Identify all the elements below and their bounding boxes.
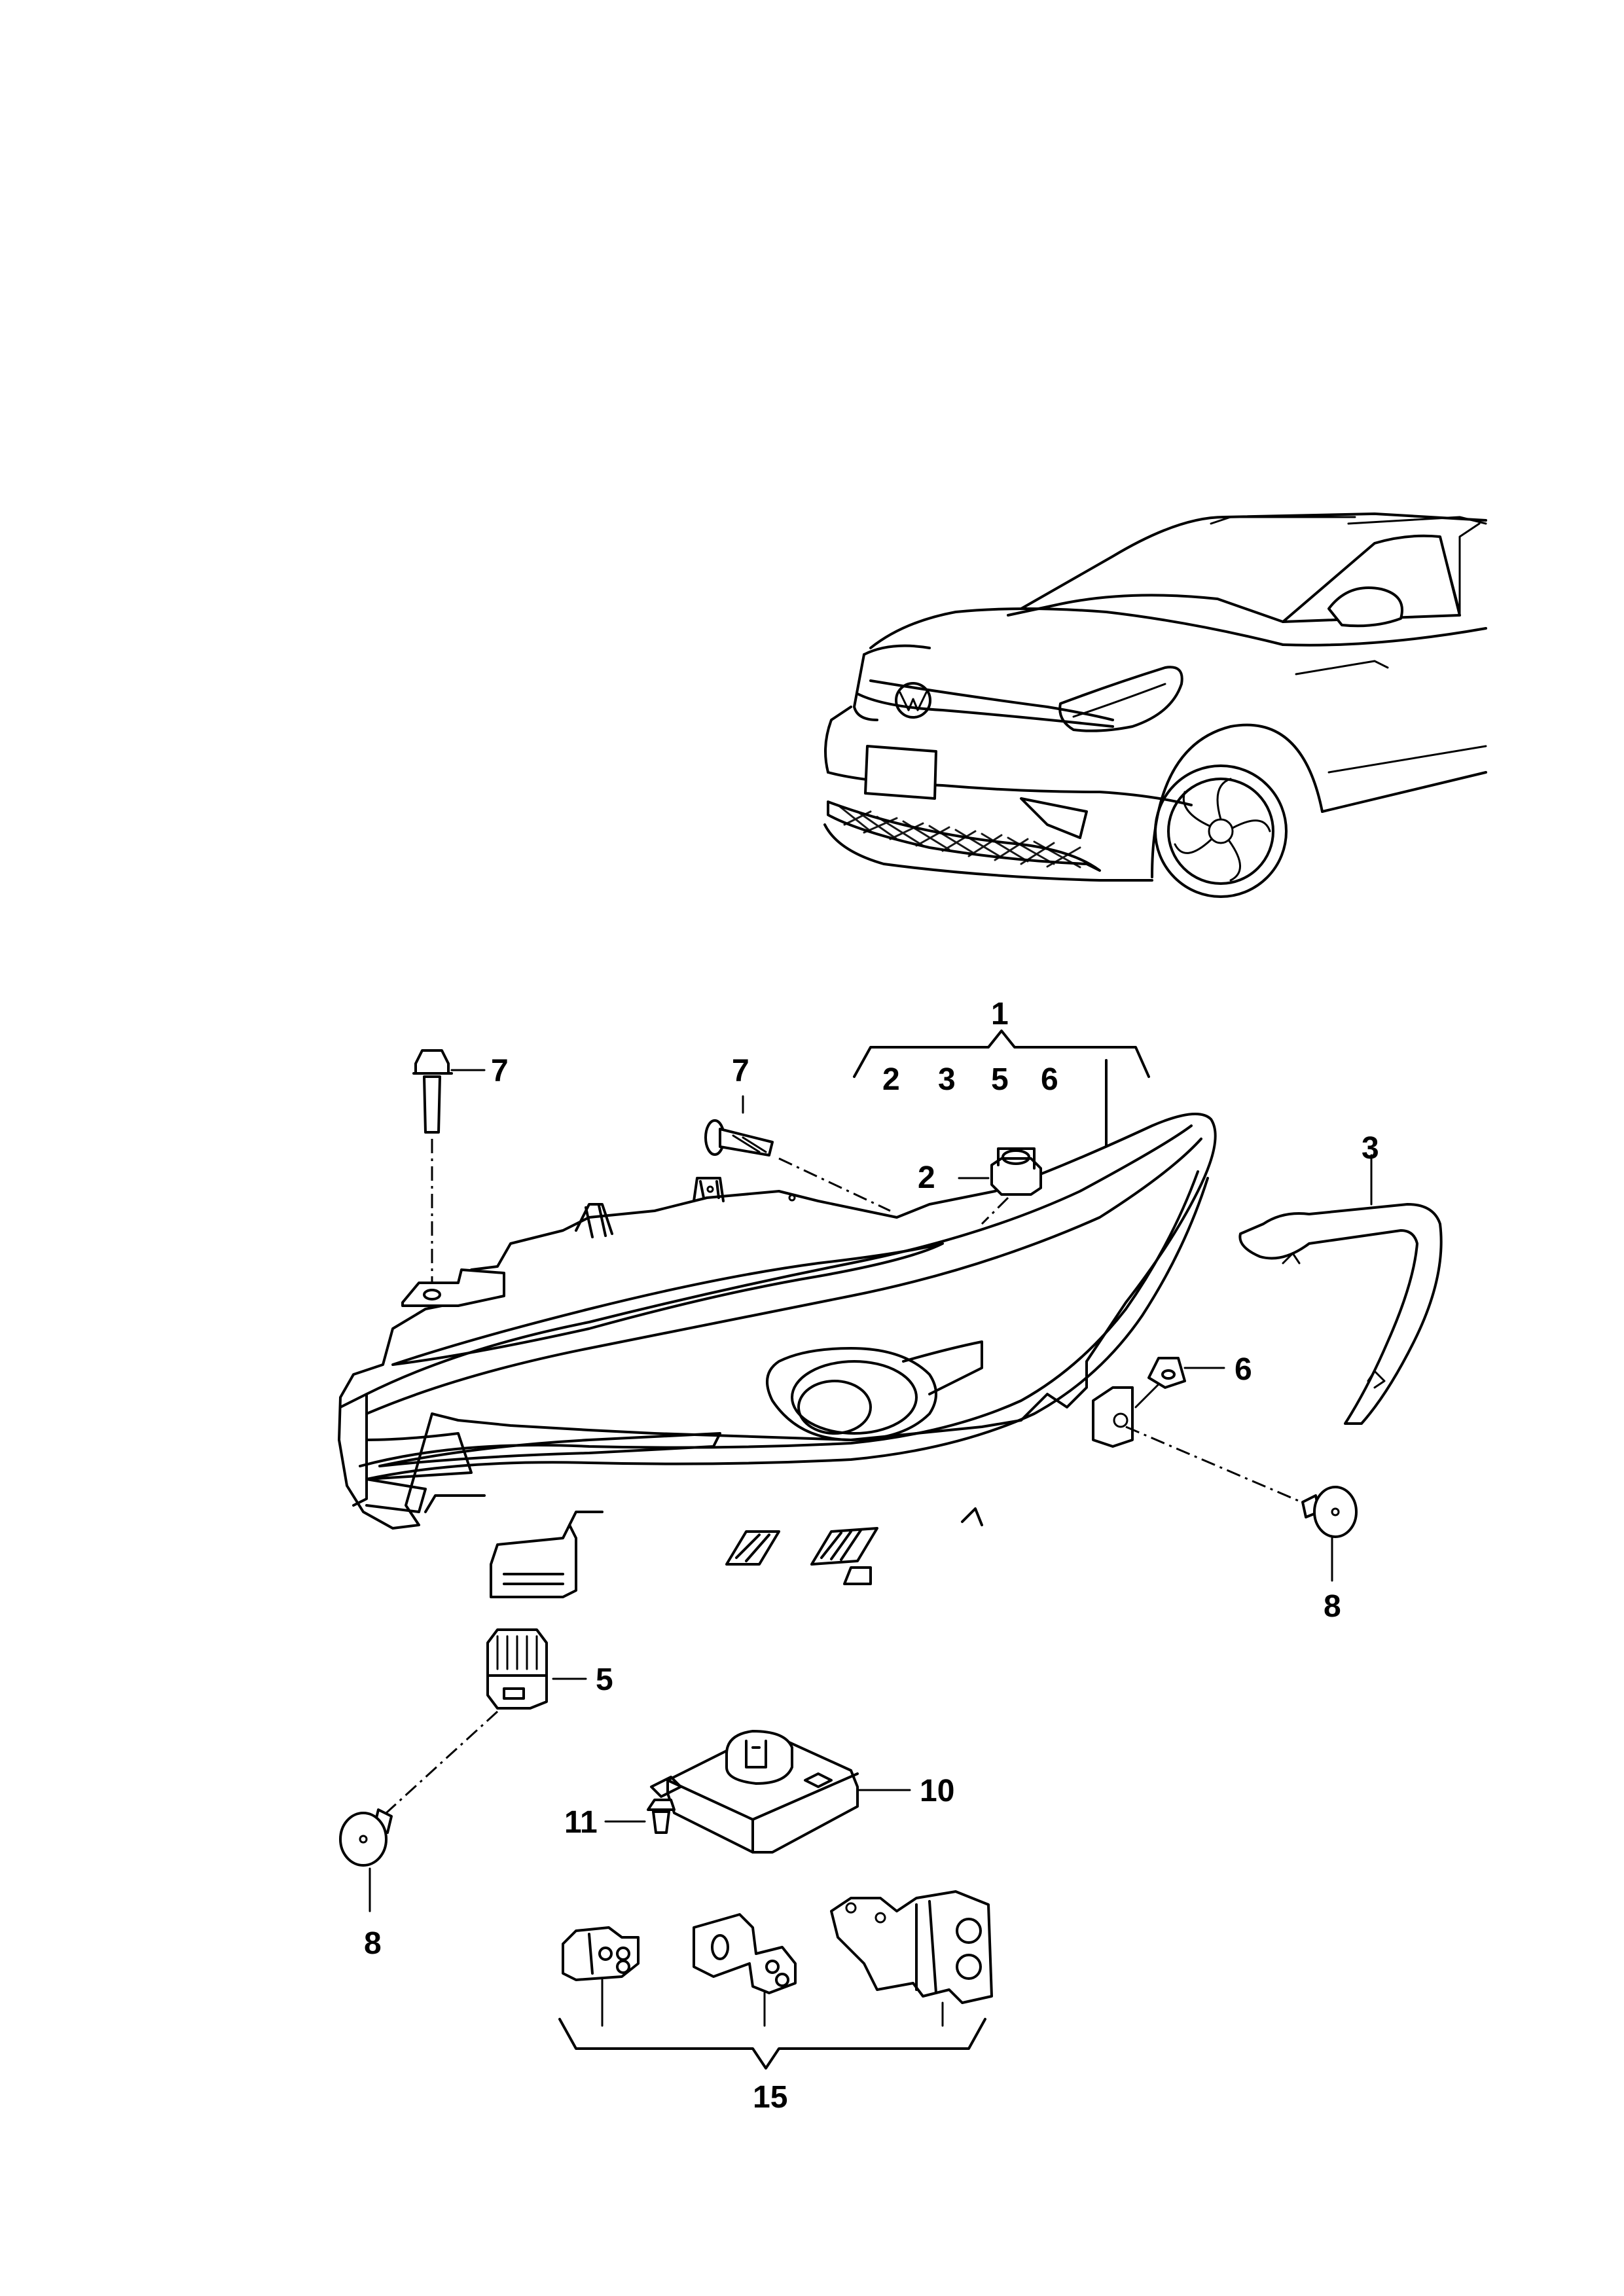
part-3-trim-strip (1238, 1154, 1443, 1425)
callout-part-3: 3 (1362, 1131, 1379, 1166)
projector-lens (766, 1340, 983, 1441)
callout-part-6: 6 (1235, 1352, 1252, 1387)
part-15-bracket-c (830, 1890, 993, 2027)
callout-part-7-left: 7 (491, 1054, 509, 1088)
part-6-nut-clip (1134, 1357, 1225, 1408)
part-7-bolt-centre (704, 1095, 891, 1212)
part-2-clip (958, 1147, 1042, 1225)
callout-sub-3: 3 (938, 1062, 956, 1097)
callout-sub-5: 5 (991, 1062, 1009, 1097)
callout-part-8-left: 8 (364, 1926, 382, 1961)
callout-part-2: 2 (918, 1160, 935, 1195)
part-8-bolt-right (1125, 1426, 1358, 1582)
headlight-housing (338, 1113, 1217, 1598)
part-8-bolt-left (339, 1808, 393, 1912)
part-10-control-unit (650, 1730, 911, 1854)
callout-part-10: 10 (920, 1774, 954, 1808)
callout-part-11: 11 (564, 1805, 598, 1840)
callout-part-1: 1 (991, 997, 1009, 1031)
part-15-bracket-b (693, 1913, 797, 2027)
part-5-holder (385, 1628, 587, 1814)
part-15-bracket-a (562, 1926, 640, 2027)
part-1-bracket (853, 1030, 1150, 1166)
part-15-bracket (558, 2018, 986, 2070)
callout-part-15: 15 (753, 2080, 787, 2115)
part-7-bolt-left (412, 1049, 486, 1283)
callout-part-8-right: 8 (1324, 1589, 1341, 1624)
callout-sub-2: 2 (882, 1062, 900, 1097)
callout-part-5: 5 (596, 1662, 613, 1697)
callout-part-7-centre: 7 (732, 1054, 749, 1088)
part-11-screw (604, 1799, 676, 1834)
vehicle-overview-illustration (823, 512, 1487, 898)
vw-logo-icon (895, 682, 931, 719)
callout-sub-6: 6 (1041, 1062, 1058, 1097)
